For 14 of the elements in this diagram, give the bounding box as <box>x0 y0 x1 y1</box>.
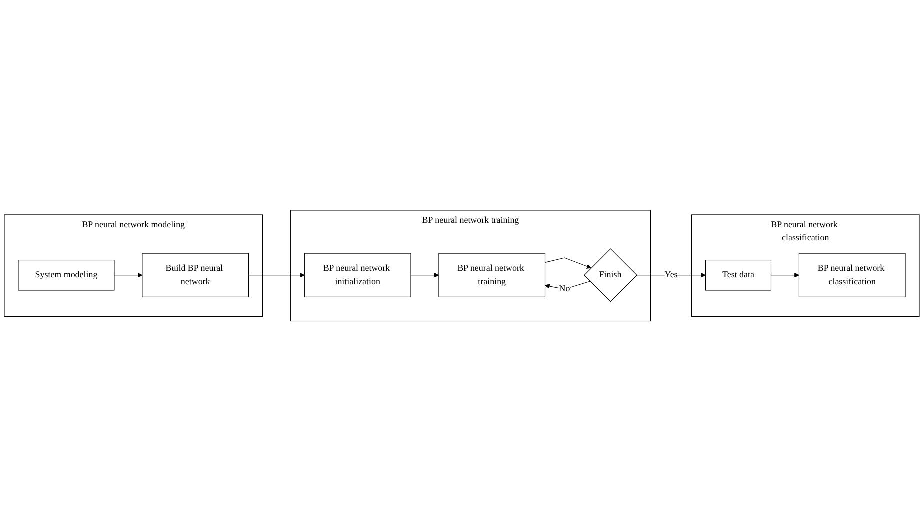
arrow <box>248 272 305 278</box>
node-box: BP neural network initialization <box>304 252 412 298</box>
arrow <box>544 257 592 268</box>
node-box: Build BP neural network <box>142 252 250 298</box>
edge-label: No <box>559 284 570 294</box>
edge-label: Yes <box>664 270 678 280</box>
node-box: BP neural network classification <box>798 252 906 298</box>
arrow <box>114 272 143 278</box>
node-box: System modeling <box>18 260 115 290</box>
node-diamond: Finish <box>584 248 638 302</box>
node-box: BP neural network training <box>438 252 546 298</box>
arrow <box>410 272 440 278</box>
node-box: Test data <box>705 260 772 290</box>
arrow <box>770 272 800 278</box>
